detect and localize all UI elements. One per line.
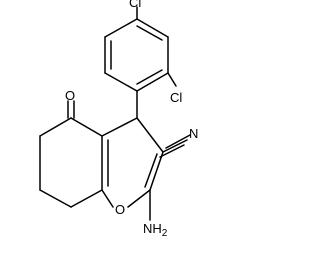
bond xyxy=(104,18,138,38)
bond xyxy=(136,117,164,153)
triple-bond xyxy=(159,144,185,158)
aromatic-inner-bond xyxy=(136,69,163,85)
bond xyxy=(39,117,72,137)
triple-bond xyxy=(165,134,191,149)
aromatic-inner-bond xyxy=(136,25,163,41)
bond xyxy=(136,18,169,38)
bond xyxy=(127,189,151,208)
ring-oxygen-label: O xyxy=(115,202,125,217)
bond xyxy=(162,139,188,153)
bond xyxy=(149,151,164,191)
amino-nh-text: NH xyxy=(143,221,162,236)
atom-labels: Cl Cl O N O NH2 xyxy=(65,0,198,239)
bond xyxy=(167,72,177,87)
bond xyxy=(104,72,138,92)
bond xyxy=(39,189,72,208)
chlorine-label-side: Cl xyxy=(170,90,182,105)
amino-group-label: NH2 xyxy=(143,221,168,239)
bond xyxy=(101,189,114,208)
double-bond-inner xyxy=(144,153,158,188)
nitrile-group xyxy=(159,134,191,158)
chromene-core xyxy=(39,100,164,208)
bond xyxy=(70,117,103,137)
amino-subscript: 2 xyxy=(162,228,168,239)
bond xyxy=(101,117,138,137)
bond xyxy=(136,72,169,92)
ketone-oxygen-label: O xyxy=(65,88,75,103)
chemical-structure-diagram: Cl Cl O N O NH2 xyxy=(39,0,198,239)
bond xyxy=(70,189,103,208)
nitrile-nitrogen-label: N xyxy=(189,126,198,141)
dichlorophenyl-ring xyxy=(104,6,177,119)
chlorine-label-top: Cl xyxy=(129,0,141,10)
